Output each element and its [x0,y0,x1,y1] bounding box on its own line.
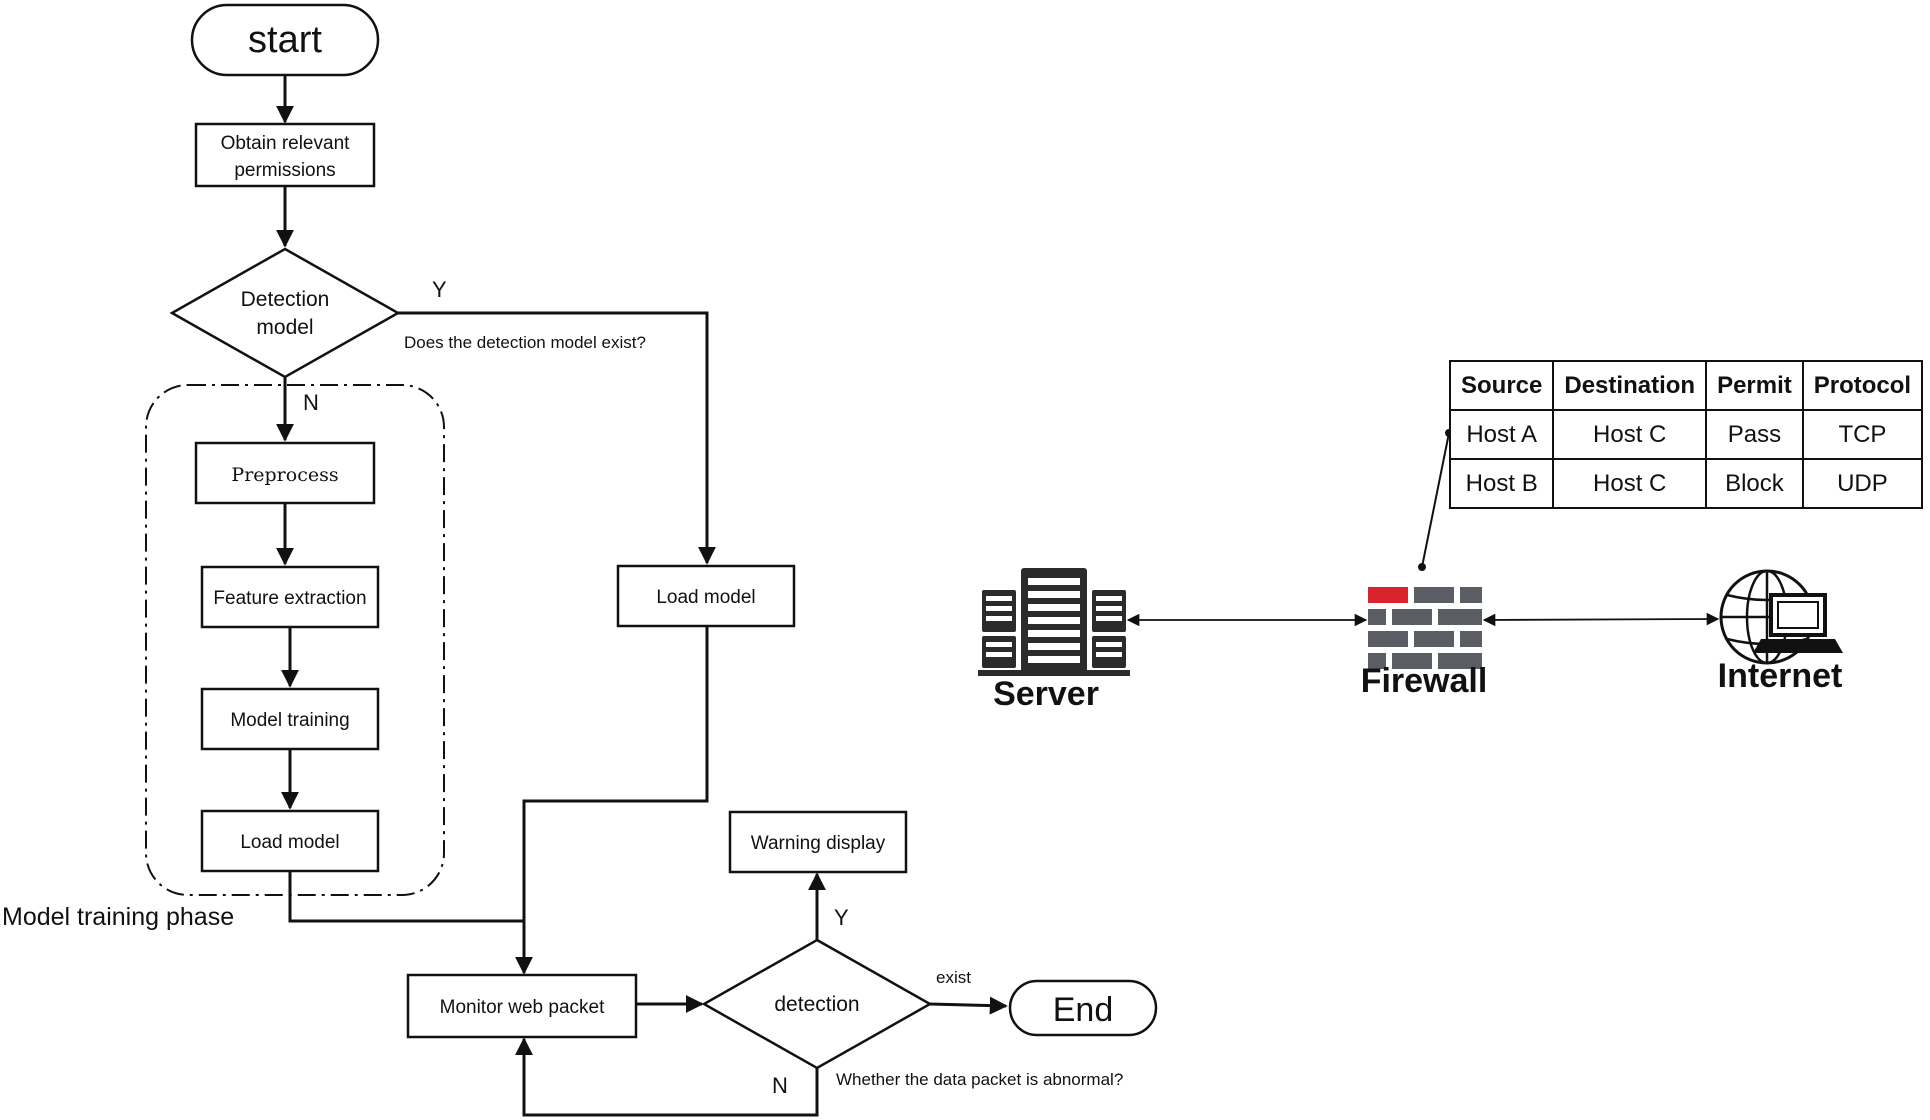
start-terminal: start [190,3,380,77]
monitor-packet-label: Monitor web packet [440,997,605,1018]
start-label: start [248,19,322,61]
feature-extraction-box: Feature extraction [200,565,380,629]
header-source: Source [1448,360,1555,411]
detection-model-label-line1: Detection [241,288,330,311]
cell-permit: Block [1705,458,1804,509]
line-training-to-merge [288,871,524,923]
internet-label: Internet [1718,657,1843,695]
cell-permit: Pass [1705,409,1804,460]
packet-question: Whether the data packet is abnormal? [836,1070,1123,1089]
cell-source: Host A [1448,409,1555,460]
warning-display-box: Warning display [728,810,908,874]
table-row: Host A Host C Pass TCP [1448,409,1924,460]
warning-display-label: Warning display [751,833,886,854]
firewall-brick-icon [1368,587,1482,669]
detection-model-label-line2: model [256,316,313,339]
preprocess-box: Preprocess [194,441,376,505]
exist-label: exist [936,968,971,987]
model-training-label: Model training [230,710,349,731]
cell-destination: Host C [1552,409,1708,460]
detection-model-decision: Detection model [169,247,401,379]
load-model-training-box: Load model [200,809,380,873]
feature-extraction-label: Feature extraction [213,588,366,609]
firewall-rule-table: Source Destination Permit Protocol Host … [1448,360,1924,509]
header-protocol: Protocol [1801,360,1924,411]
callout-dot-firewall [1418,563,1426,571]
permissions-label-line2: permissions [234,160,335,181]
arrow-yes-to-load-model [398,311,716,565]
no-label-model: N [303,390,319,415]
model-exists-question: Does the detection model exist? [404,333,646,352]
rule-table-callout-line [1421,432,1450,568]
arrow-no-loop-to-monitor [515,1037,819,1117]
server-rack-icon [978,568,1130,676]
model-training-box: Model training [200,687,380,751]
no-label-detection: N [772,1073,788,1098]
detection-label: detection [774,993,859,1016]
header-destination: Destination [1552,360,1708,411]
monitor-packet-box: Monitor web packet [406,973,638,1039]
permissions-label-line1: Obtain relevant [221,133,351,154]
yes-label-detection: Y [834,905,849,930]
training-phase-group [145,384,445,896]
end-label: End [1053,991,1114,1029]
header-permit: Permit [1705,360,1804,411]
arrow-detection-to-end [929,996,1008,1015]
load-model-box: Load model [616,564,796,628]
cell-protocol: UDP [1801,458,1924,509]
cell-protocol: TCP [1801,409,1924,460]
cell-destination: Host C [1552,458,1708,509]
load-model-training-label: Load model [240,832,339,853]
detection-decision: detection [701,938,933,1070]
permissions-box: Obtain relevant permissions [194,122,376,188]
server-label: Server [993,675,1099,713]
preprocess-label: Preprocess [231,464,338,486]
end-terminal: End [1008,979,1158,1037]
yes-label-model: Y [432,277,447,302]
link-firewall-internet [1482,612,1720,627]
table-row: Host B Host C Block UDP [1448,458,1924,509]
arrow-load-to-monitor [515,626,709,975]
training-phase-label: Model training phase [2,903,234,931]
cell-source: Host B [1448,458,1555,509]
load-model-label: Load model [656,587,755,608]
rule-table-header-row: Source Destination Permit Protocol [1448,360,1924,411]
globe-computer-icon [1719,569,1843,665]
firewall-label: Firewall [1361,662,1488,700]
